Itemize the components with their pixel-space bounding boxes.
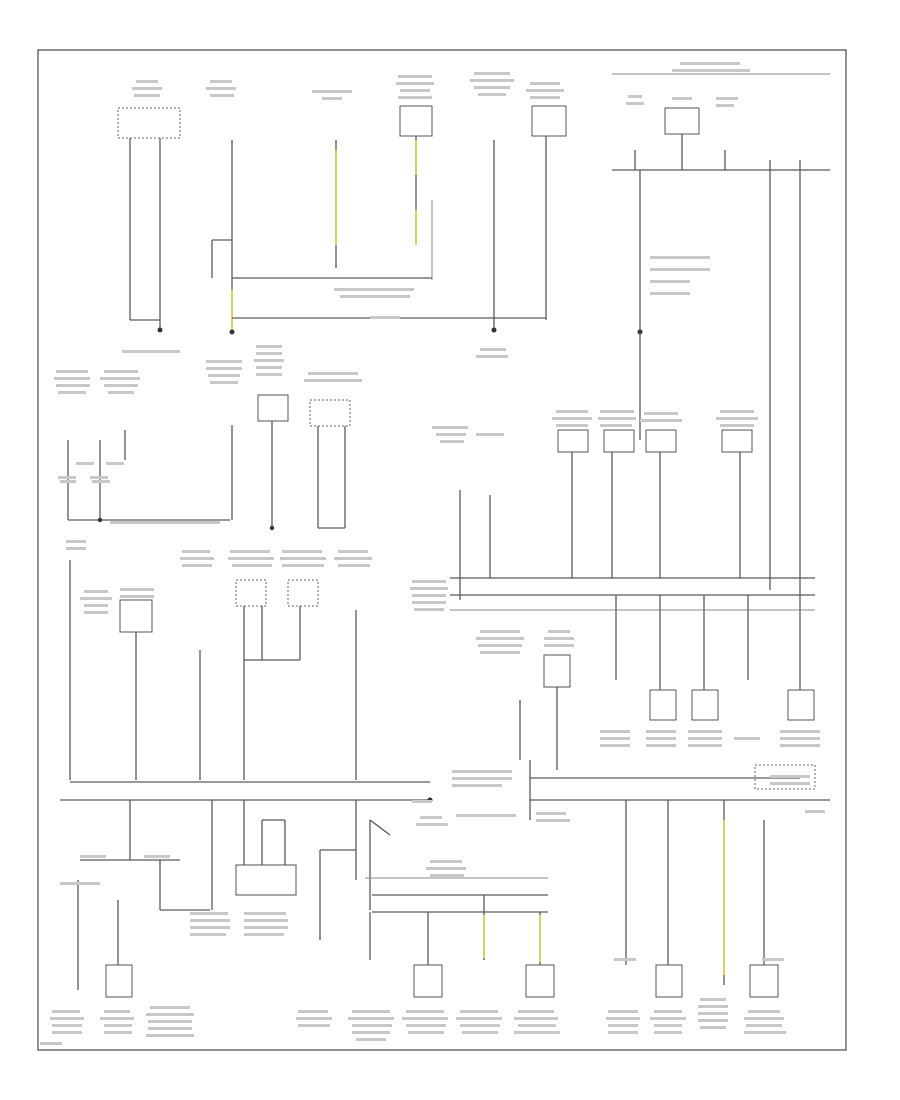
connector-box [235,864,297,896]
diagram-frame [37,49,847,1051]
connector-box [721,429,753,453]
connector-box [287,579,319,607]
connector-box [119,599,153,633]
ground-point [491,327,497,333]
connector-box [691,689,719,721]
connector-box [664,107,700,135]
connector-box [645,429,677,453]
connector-box [257,394,289,422]
connector-box [557,429,589,453]
connector-box [525,964,555,998]
connector-box [105,964,133,998]
connector-box [754,764,816,790]
connector-box [787,689,815,721]
connector-box [749,964,779,998]
illegible-label-marks [40,62,825,1045]
connector-box [309,399,351,427]
ground-point [269,525,275,531]
connector-box [413,964,443,998]
connector-box [543,654,571,688]
connector-box [531,105,567,137]
connector-box [117,107,181,139]
connector-box [235,579,267,607]
connector-box [655,964,683,998]
connector-box [649,689,677,721]
ground-point [157,327,163,333]
connector-box [399,105,433,137]
connector-box [603,429,635,453]
ground-point [97,517,103,523]
wire [369,819,391,836]
ground-point [229,329,235,335]
